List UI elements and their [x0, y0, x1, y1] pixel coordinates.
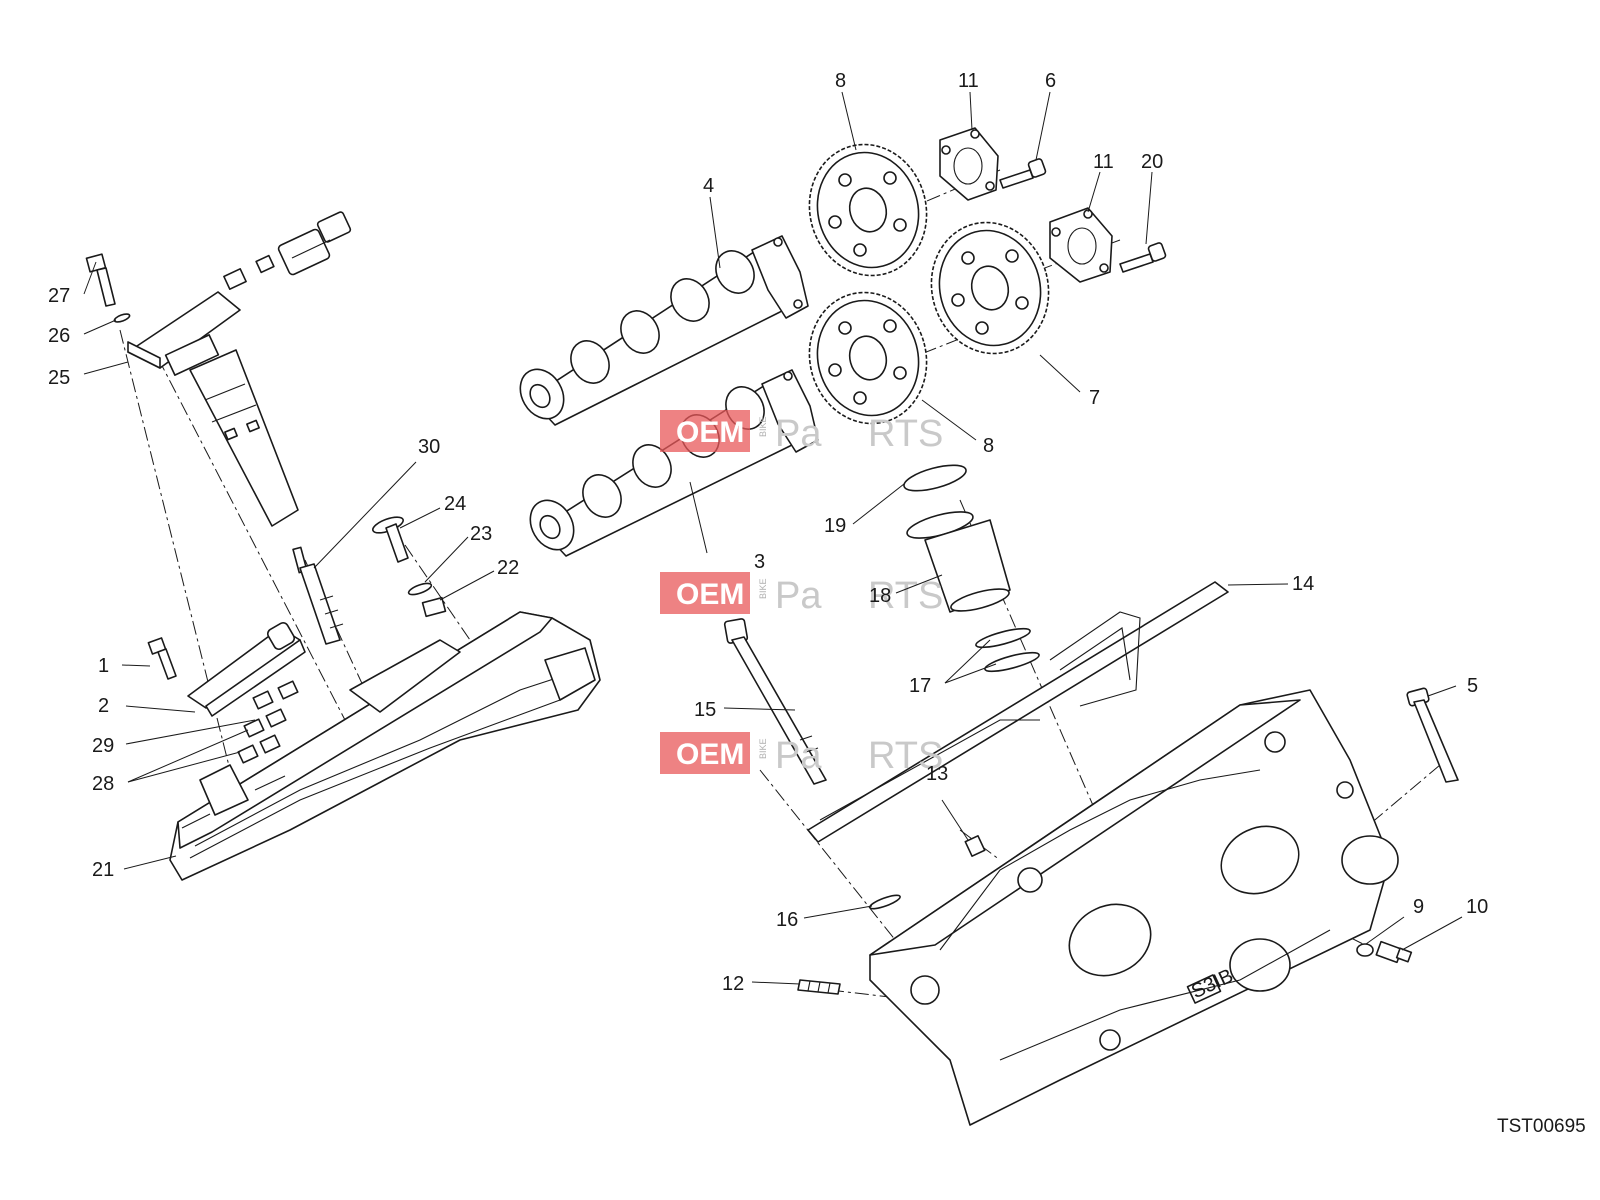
- svg-text:RTS: RTS: [868, 735, 943, 777]
- leader-lines: [83, 91, 1463, 985]
- callout-7: 7: [1089, 387, 1100, 409]
- coil-connector: [223, 211, 352, 290]
- svg-text:OEM: OEM: [676, 738, 744, 771]
- breather-fitting: [372, 516, 447, 618]
- camshaft-upper: [519, 235, 809, 426]
- callout-26: 26: [48, 325, 70, 347]
- callout-2: 2: [98, 695, 109, 717]
- watermark-2: OEM BIKE Pa RTS: [660, 572, 943, 617]
- valve-tappet: [903, 464, 1011, 613]
- callout-15: 15: [694, 699, 716, 721]
- callout-11b: 11: [1093, 151, 1114, 173]
- cylinder-head-cover: [169, 611, 601, 881]
- callout-27: 27: [48, 285, 70, 307]
- svg-text:OEM: OEM: [676, 578, 744, 611]
- plate-screw-upper: [999, 158, 1047, 189]
- callout-9: 9: [1413, 896, 1424, 918]
- svg-text:Pa: Pa: [775, 413, 822, 455]
- coil-bolt-and-washer: [85, 253, 131, 323]
- callout-28: 28: [92, 773, 114, 795]
- sprocket-lower: [808, 291, 928, 425]
- callout-4: 4: [703, 175, 714, 197]
- watermark-3: OEM BIKE Pa RTS: [660, 732, 943, 777]
- callout-20: 20: [1141, 151, 1163, 173]
- callout-23: 23: [470, 523, 492, 545]
- watermark-1: OEM BIKE Pa RTS: [660, 410, 943, 455]
- callout-30: 30: [418, 436, 440, 458]
- callout-24: 24: [444, 493, 466, 515]
- callout-12: 12: [722, 973, 744, 995]
- washer-and-plug: [1356, 940, 1413, 964]
- cylinder-head: S3IB: [869, 689, 1399, 1126]
- callout-10: 10: [1466, 896, 1488, 918]
- callout-6: 6: [1045, 70, 1056, 92]
- callout-14: 14: [1292, 573, 1314, 595]
- callout-8b: 8: [983, 435, 994, 457]
- diagram-code: TST00695: [1497, 1116, 1586, 1137]
- callout-29: 29: [92, 735, 114, 757]
- svg-text:Pa: Pa: [775, 735, 822, 777]
- svg-text:BIKE: BIKE: [758, 578, 768, 599]
- ignition-coil: [127, 291, 299, 527]
- cover-fasteners: [147, 622, 306, 764]
- dowel-pin: [964, 834, 986, 858]
- callout-21: 21: [92, 859, 114, 881]
- svg-text:RTS: RTS: [868, 413, 943, 455]
- callout-17: 17: [909, 675, 931, 697]
- o-ring: [869, 894, 901, 910]
- callout-25: 25: [48, 367, 70, 389]
- stud-screw: [797, 979, 841, 995]
- sprocket-middle: [930, 221, 1050, 355]
- svg-text:BIKE: BIKE: [758, 416, 768, 437]
- shims: [975, 627, 1040, 673]
- callout-18: 18: [869, 585, 891, 607]
- plate-screw-lower: [1119, 242, 1167, 273]
- svg-text:BIKE: BIKE: [758, 738, 768, 759]
- side-bolt: [1406, 687, 1459, 783]
- callout-8a: 8: [835, 70, 846, 92]
- callout-16: 16: [776, 909, 798, 931]
- sprocket-upper: [808, 143, 928, 277]
- callout-19: 19: [824, 515, 846, 537]
- callouts: 1 2 3 4 5 6 7 8 8 9 10 11 11 12 13 14 15…: [48, 70, 1488, 995]
- svg-text:Pa: Pa: [775, 575, 822, 617]
- retaining-plate-lower: [1049, 207, 1113, 283]
- spark-plug: [292, 546, 344, 645]
- head-cover-gasket: [807, 581, 1229, 843]
- svg-text:OEM: OEM: [676, 416, 744, 449]
- callout-22: 22: [497, 557, 519, 579]
- callout-13: 13: [926, 763, 948, 785]
- svg-text:RTS: RTS: [868, 575, 943, 617]
- retaining-plate-upper: [939, 127, 999, 201]
- long-stud: [723, 618, 827, 785]
- callout-1: 1: [98, 655, 109, 677]
- callout-5: 5: [1467, 675, 1478, 697]
- callout-11a: 11: [958, 70, 979, 92]
- callout-3: 3: [754, 551, 765, 573]
